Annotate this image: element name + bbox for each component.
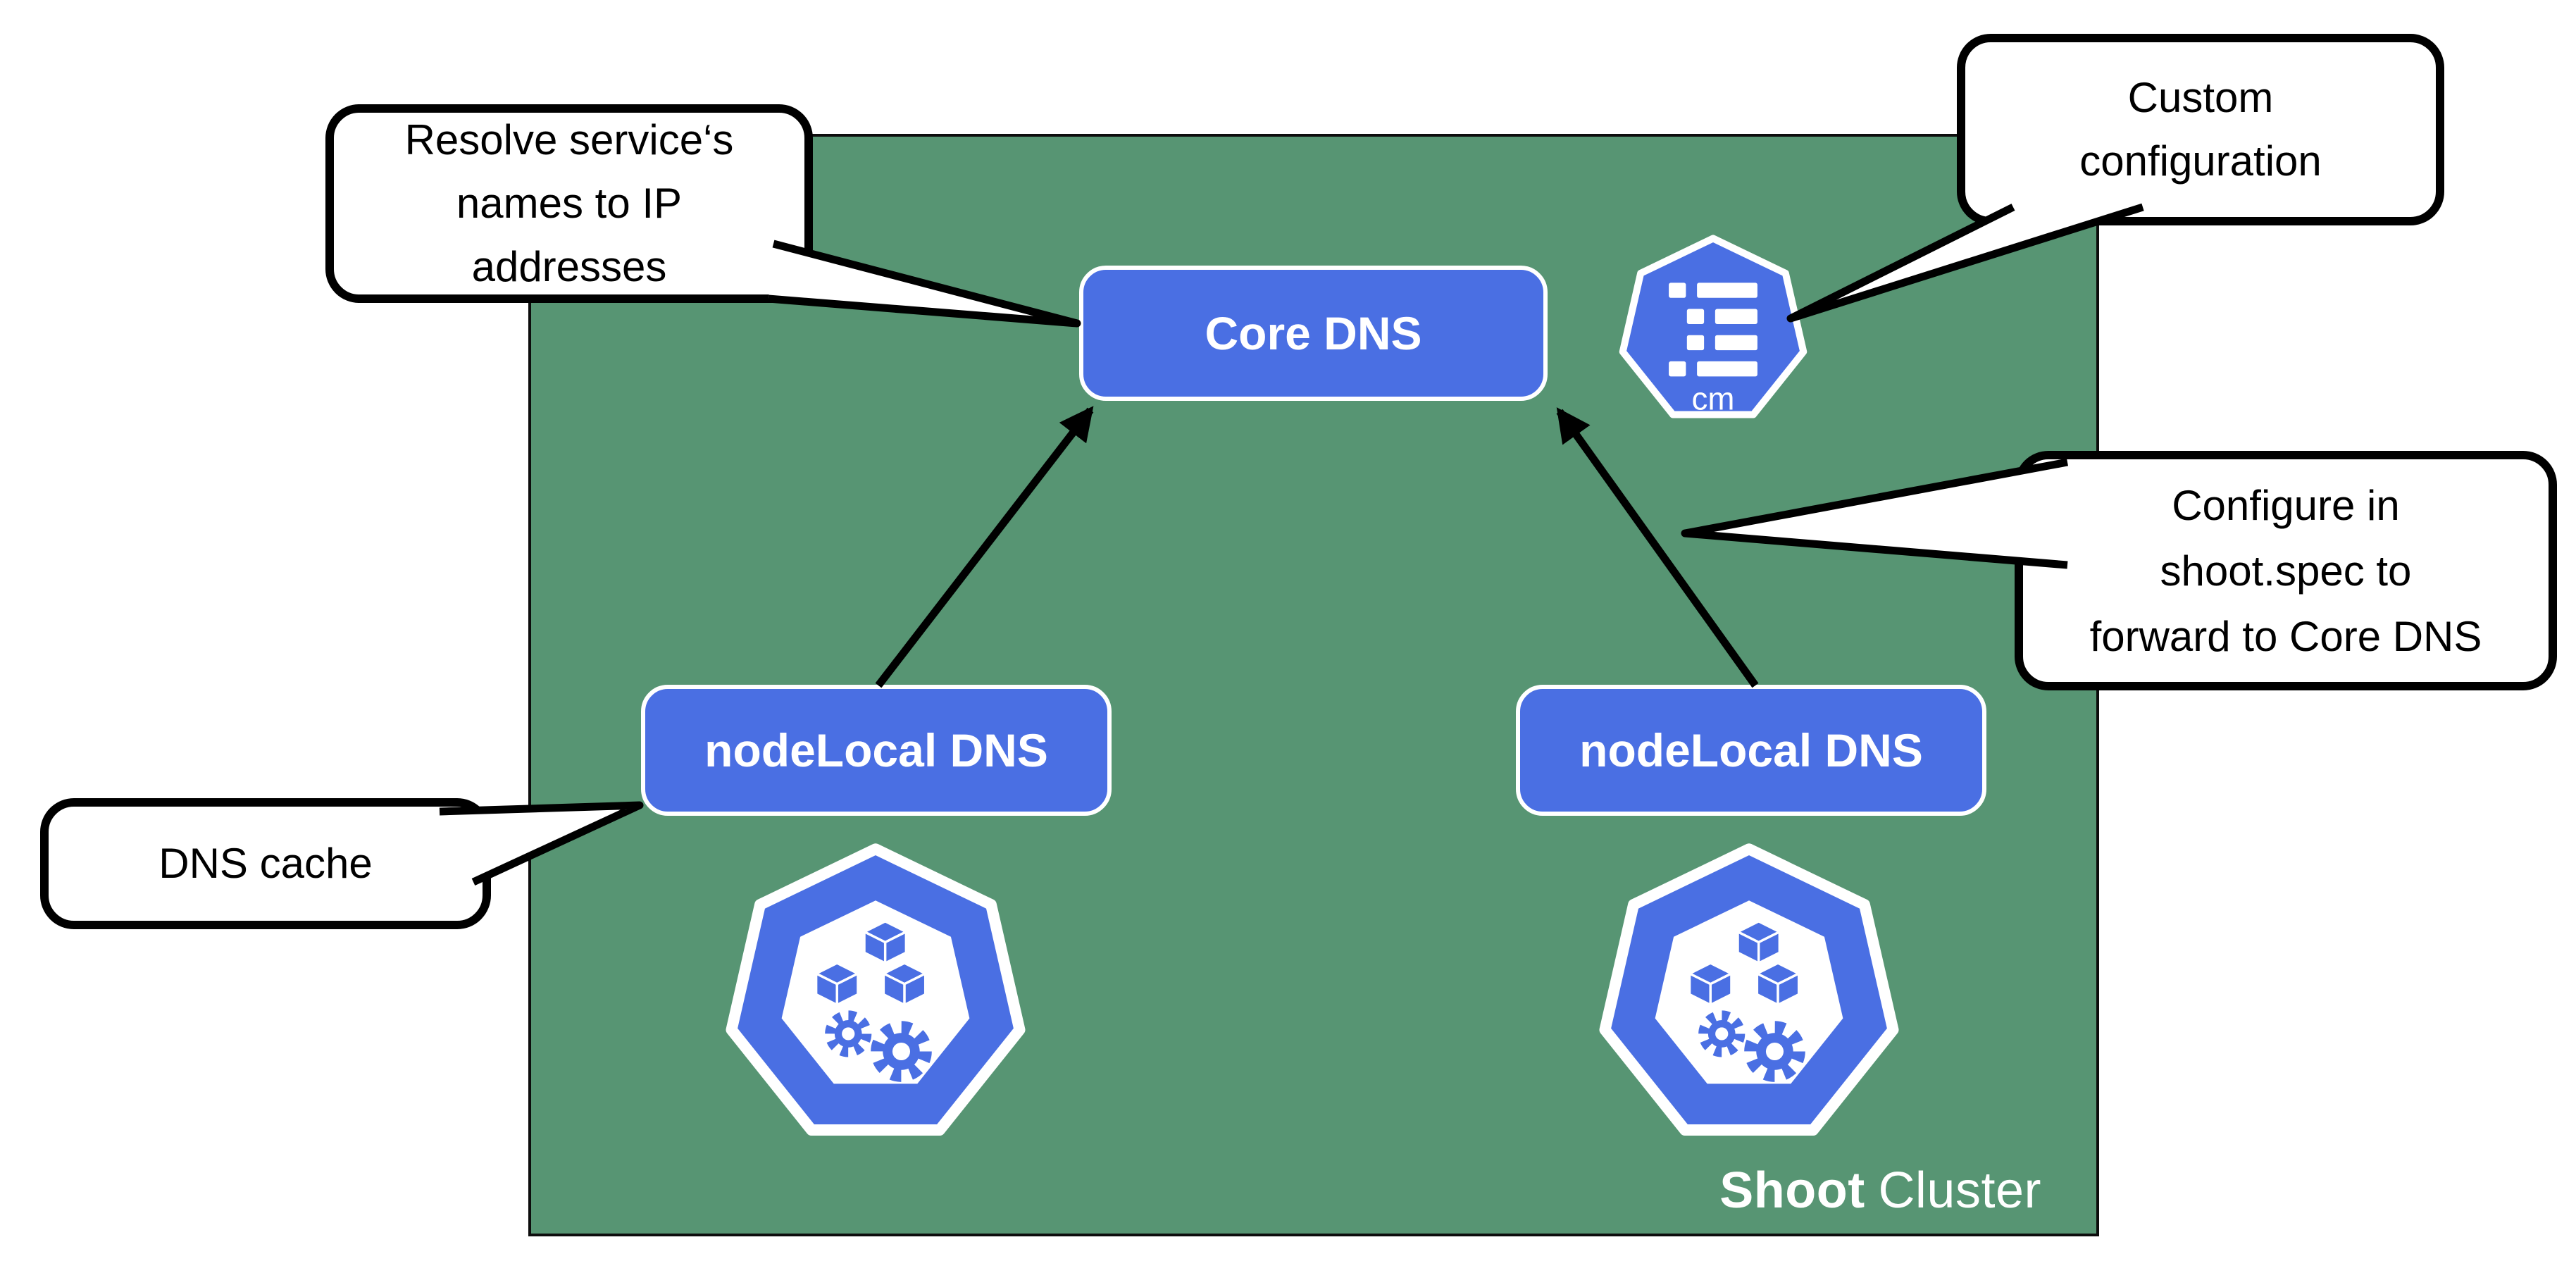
kubernetes-node-icon: [726, 843, 1026, 1136]
shoot-cluster-label-rest: Cluster: [1878, 1162, 2041, 1219]
nodelocal-dns-left-box: nodeLocal DNS: [641, 685, 1112, 816]
nodelocal-dns-right-label: nodeLocal DNS: [1579, 724, 1923, 776]
core-dns-label: Core DNS: [1205, 307, 1422, 359]
callout-resolve-text: Resolve service‘s names to IP addresses: [404, 116, 734, 290]
callout-configure-text: Configure in shoot.spec to forward to Co…: [2089, 481, 2482, 660]
callout-configure-shoot-spec: Configure in shoot.spec to forward to Co…: [2015, 451, 2557, 690]
nodelocal-dns-right-box: nodeLocal DNS: [1516, 685, 1986, 816]
configmap-cm-label: cm: [1692, 381, 1735, 417]
callout-resolve-names: Resolve service‘s names to IP addresses: [325, 104, 813, 303]
configmap-icon: cm: [1619, 235, 1807, 418]
nodelocal-dns-left-label: nodeLocal DNS: [704, 724, 1048, 776]
cubes-glyph: [1688, 920, 1800, 1007]
core-dns-box: Core DNS: [1079, 266, 1548, 401]
callout-custom-configuration: Custom configuration: [1957, 34, 2444, 225]
configmap-lines-glyph: [1669, 282, 1757, 377]
callout-custom-text: Custom configuration: [2079, 74, 2322, 185]
cubes-glyph: [814, 920, 927, 1007]
shoot-cluster-label-bold: Shoot: [1719, 1162, 1865, 1219]
kubernetes-node-icon: [1599, 843, 1899, 1136]
callout-dns-cache-text: DNS cache: [158, 840, 373, 887]
callout-dns-cache: DNS cache: [40, 798, 491, 929]
